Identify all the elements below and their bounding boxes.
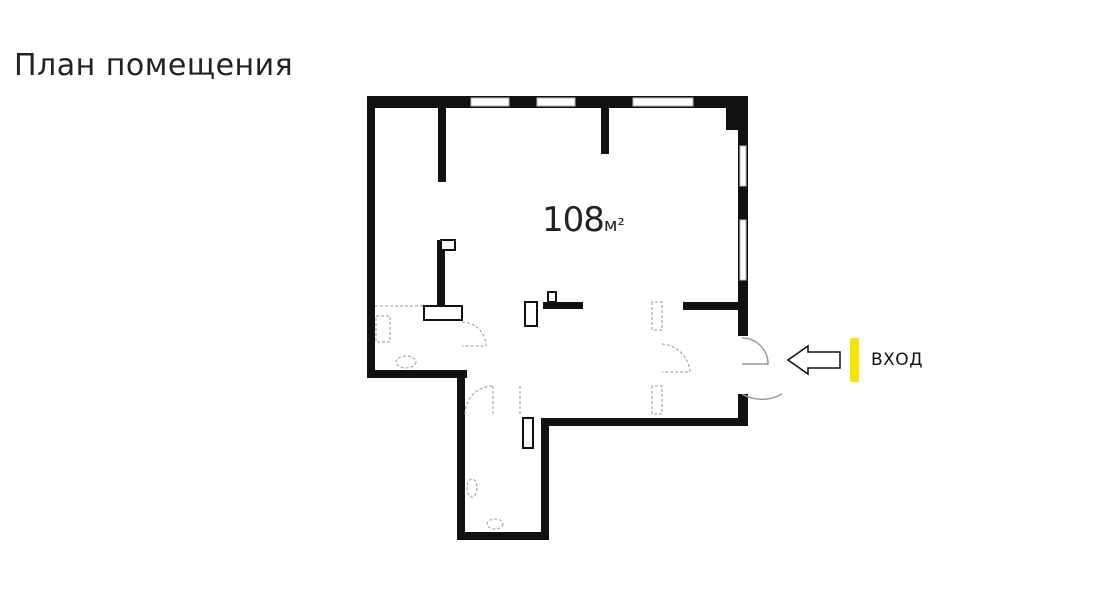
wall-left-upper <box>367 96 375 377</box>
window-4 <box>739 145 747 187</box>
toilet-upper <box>395 355 417 369</box>
entry-door <box>741 337 783 401</box>
toilet-lower <box>466 478 478 498</box>
column-left-base <box>423 305 463 321</box>
columns <box>423 239 557 449</box>
partition-dashed-right <box>651 301 663 331</box>
area-value: 108 <box>542 200 605 240</box>
window-2 <box>536 97 576 107</box>
partition-2 <box>601 106 609 154</box>
wall-left-bottom <box>367 370 467 378</box>
wall-right-bottom <box>738 394 748 426</box>
toilet-bottom <box>486 518 504 530</box>
partition-1 <box>438 106 446 182</box>
wall-right <box>738 96 748 336</box>
wall-lower-left <box>457 370 465 540</box>
door-arc-bath <box>461 321 487 347</box>
column-left <box>437 240 445 308</box>
column-lower <box>522 417 534 449</box>
column-left-cap <box>440 239 456 251</box>
window-3 <box>632 97 694 107</box>
partition-dashed-right-lower <box>651 385 663 415</box>
entry-arrow-icon <box>786 344 841 376</box>
interior-walls <box>437 106 740 310</box>
area-unit: м² <box>603 215 625 236</box>
column-center-bar <box>543 302 583 309</box>
wall-lower-right <box>541 418 549 540</box>
sink <box>375 315 391 343</box>
window-5 <box>739 219 747 281</box>
entry-door-leaf-1 <box>741 337 769 365</box>
entry-marker <box>850 338 859 382</box>
wall-bottom <box>457 532 549 540</box>
column-center-top <box>547 291 557 303</box>
partition-3 <box>683 302 740 310</box>
fixtures <box>375 301 691 530</box>
entry-label: ВХОД <box>871 350 923 370</box>
column-center-left <box>524 301 538 327</box>
wall-bottom-main <box>541 418 748 426</box>
entry-door-leaf-2 <box>741 393 783 401</box>
window-1 <box>470 97 510 107</box>
area-label: 108м² <box>542 200 625 240</box>
page-title: План помещения <box>14 48 294 83</box>
windows <box>470 97 747 281</box>
door-arc-lower <box>464 385 494 415</box>
door-arc-right <box>661 343 691 373</box>
